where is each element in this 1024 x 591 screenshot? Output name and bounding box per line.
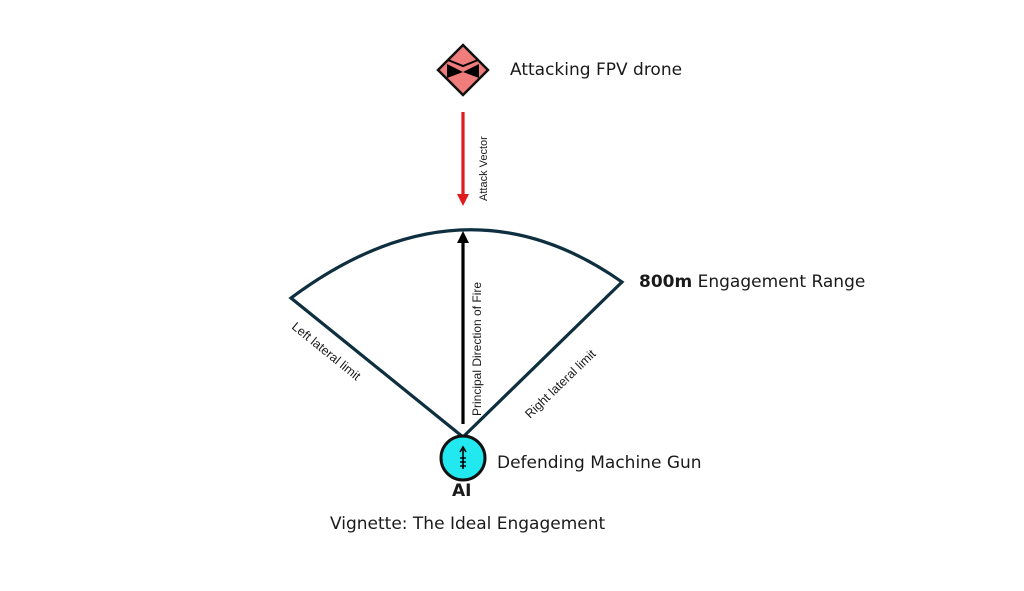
principal-direction-arrowhead xyxy=(457,231,469,243)
right-lateral-limit-label: Right lateral limit xyxy=(522,347,599,422)
engagement-sector xyxy=(288,228,625,439)
attack-vector-arrowhead xyxy=(457,194,469,206)
engagement-range-label: 800m Engagement Range xyxy=(639,272,865,292)
fpv-drone-icon xyxy=(436,43,490,97)
principal-direction-label: Principal Direction of Fire xyxy=(470,282,484,416)
engagement-range-value: 800m xyxy=(639,272,693,292)
left-lateral-limit-label: Left lateral limit xyxy=(289,319,364,383)
machine-gun-icon xyxy=(439,434,487,482)
machine-gun-label: Defending Machine Gun xyxy=(497,453,702,473)
attack-vector-label: Attack Vector xyxy=(478,136,490,201)
engagement-range-text: Engagement Range xyxy=(697,272,866,292)
caption: Vignette: The Ideal Engagement xyxy=(330,514,606,534)
machine-gun-sublabel: AI xyxy=(452,481,472,501)
drone-label: Attacking FPV drone xyxy=(510,60,683,80)
